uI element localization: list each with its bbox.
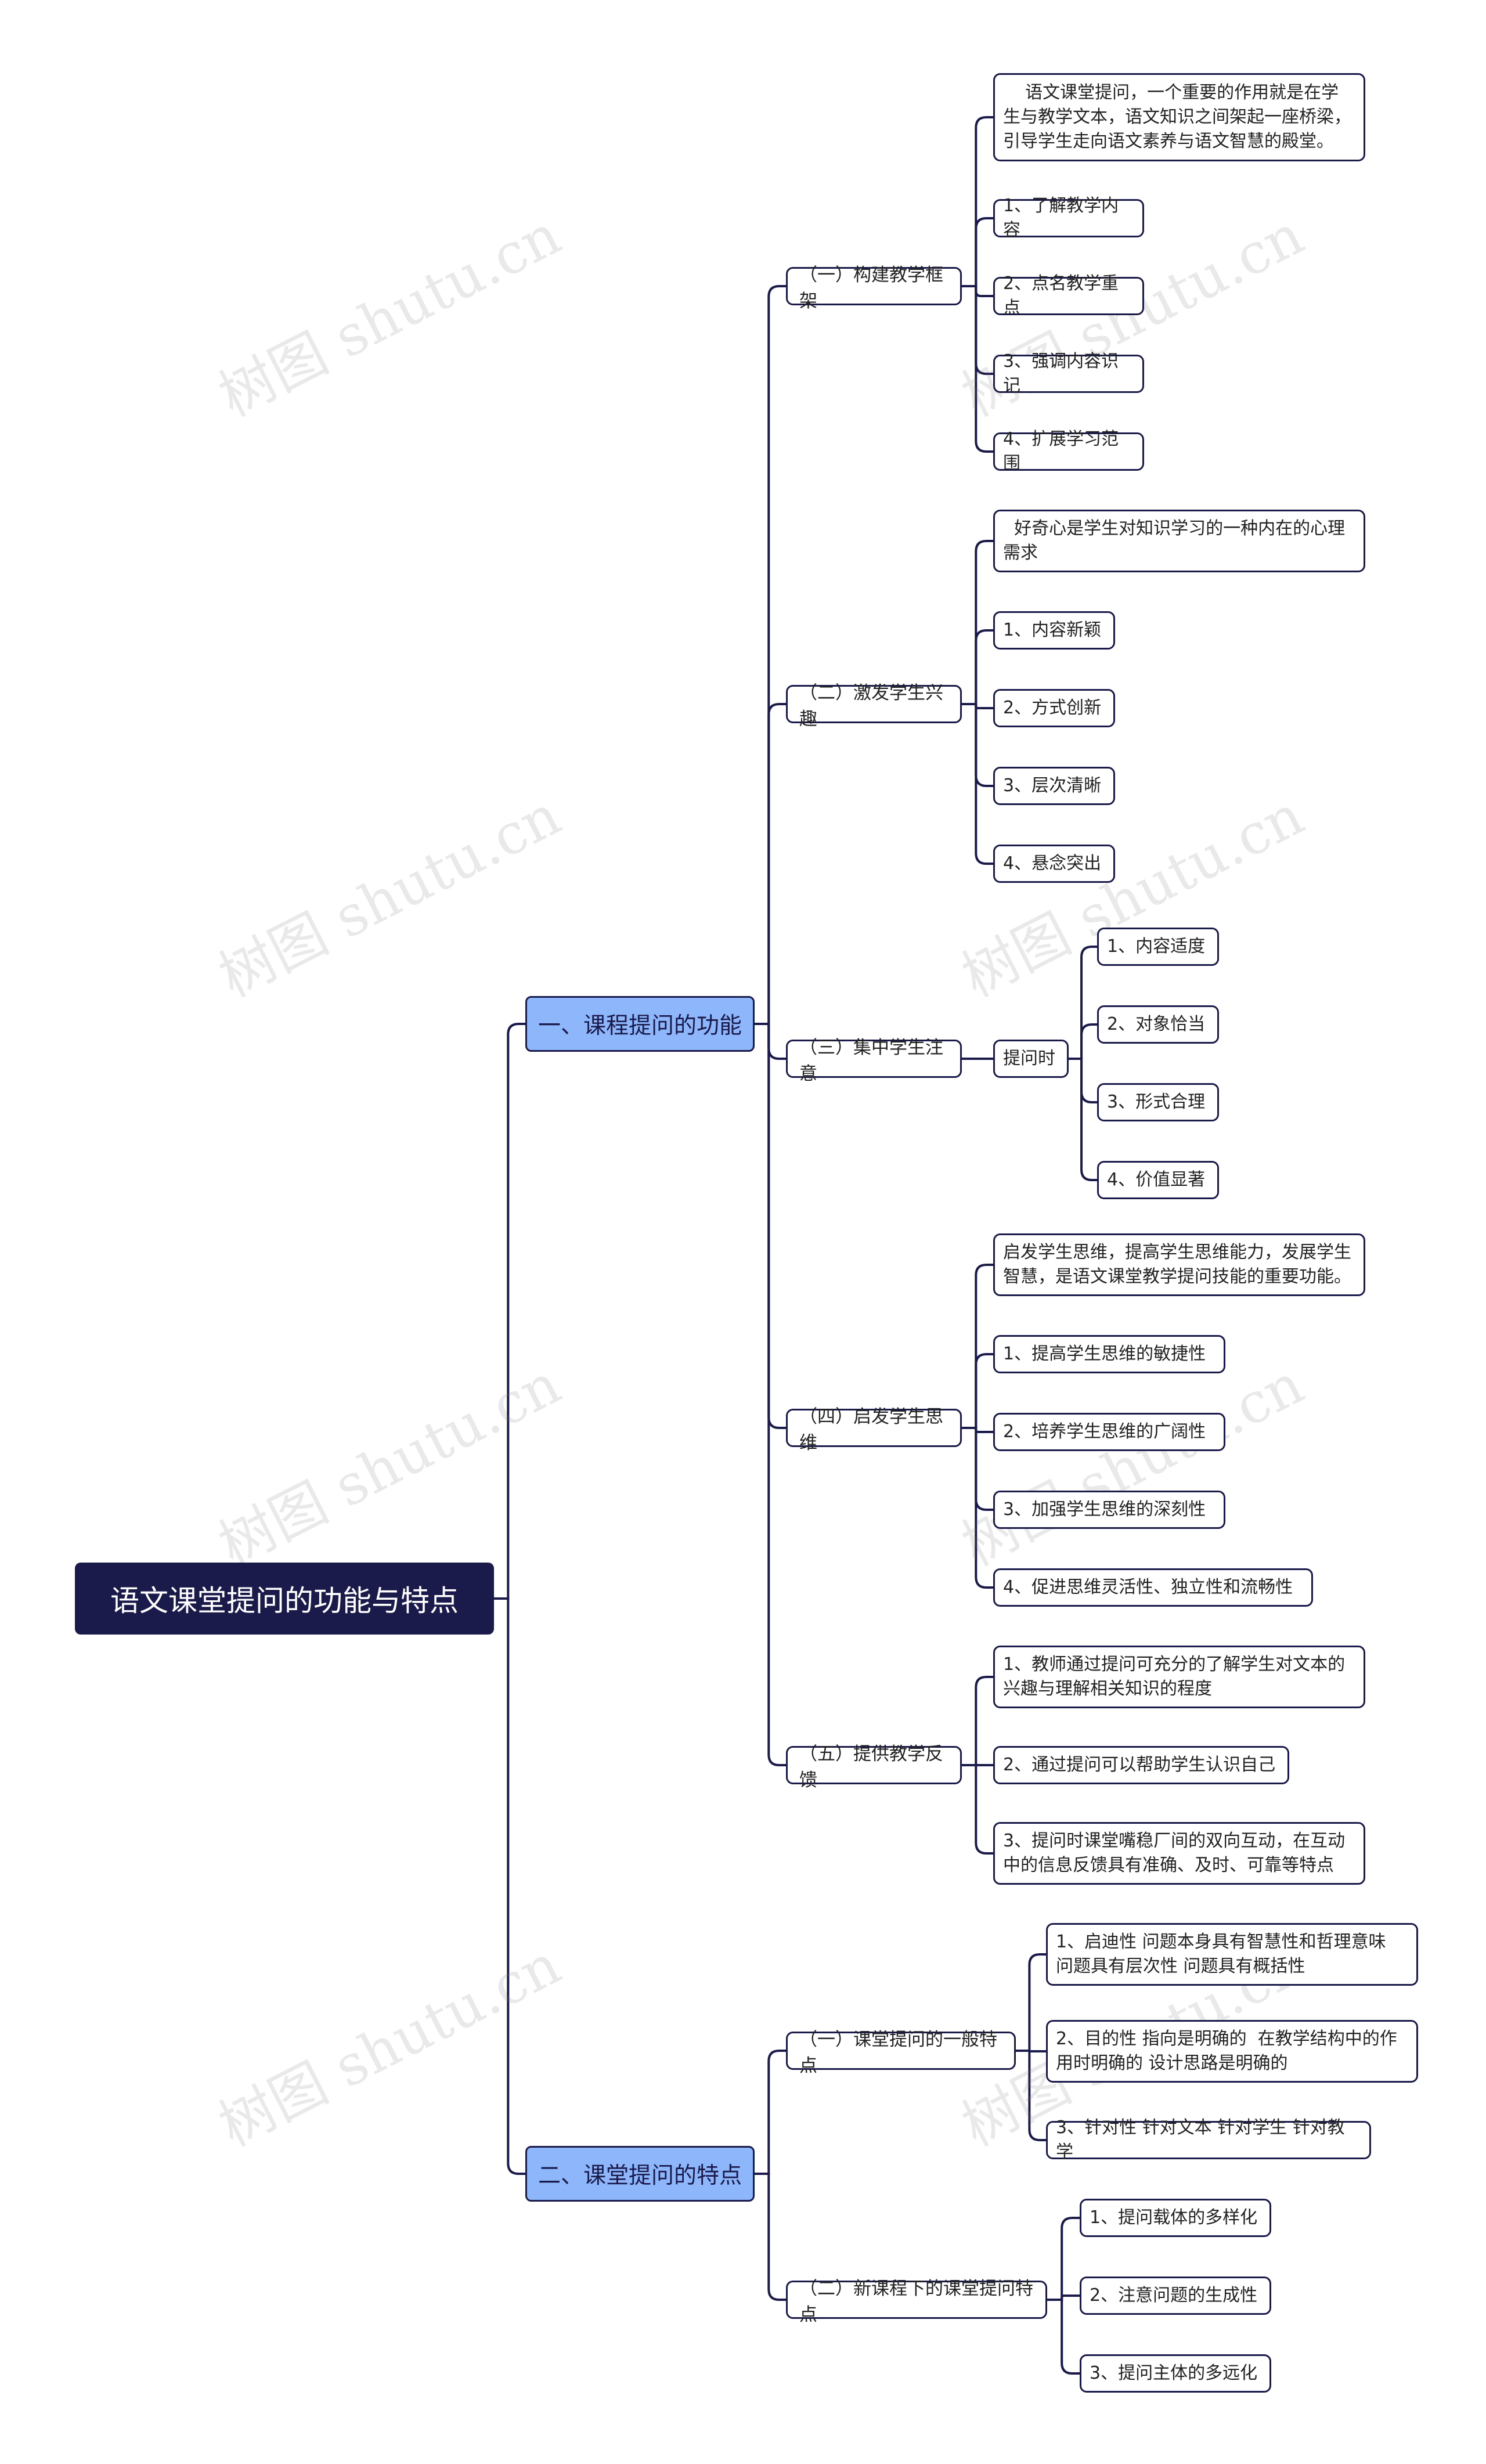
- leaf-thinking-1[interactable]: 1、提高学生思维的敏捷性: [993, 1335, 1225, 1373]
- leaf-general-1[interactable]: 1、启迪性 问题本身具有智慧性和哲理意味 问题具有层次性 问题具有概括性: [1046, 1923, 1418, 1986]
- leaf-interest-3[interactable]: 3、层次清晰: [993, 767, 1115, 805]
- topic-inspire-thinking[interactable]: （四）启发学生思维: [786, 1406, 962, 1453]
- connector: [1016, 1953, 1046, 2052]
- connector: [755, 2050, 786, 2175]
- connector: [962, 629, 993, 705]
- leaf-interest-1[interactable]: 1、内容新颖: [993, 611, 1115, 650]
- connector: [1047, 2299, 1080, 2375]
- connector: [755, 285, 786, 1025]
- connector: [755, 703, 786, 1025]
- connector: [755, 1023, 786, 1766]
- connector: [1047, 2217, 1080, 2301]
- topic-build-framework[interactable]: （一）构建教学框架: [786, 265, 962, 312]
- leaf-thinking-2[interactable]: 2、培养学生思维的广阔性: [993, 1413, 1225, 1451]
- leaf-framework-3[interactable]: 3、强调内容识记: [993, 351, 1144, 396]
- leaf-thinking-4[interactable]: 4、促进思维灵活性、独立性和流畅性: [993, 1568, 1313, 1607]
- connector: [962, 1353, 993, 1429]
- leaf-framework-1[interactable]: 1、了解教学内容: [993, 196, 1144, 240]
- leaf-attention-4[interactable]: 4、价值显著: [1097, 1161, 1219, 1199]
- connector: [1047, 2295, 1080, 2301]
- connector: [962, 540, 993, 705]
- leaf-feedback-2[interactable]: 2、通过提问可以帮助学生认识自己: [993, 1746, 1289, 1784]
- connector: [962, 1427, 993, 1511]
- topic-provide-feedback[interactable]: （五）提供教学反馈: [786, 1744, 962, 1791]
- leaf-feedback-3[interactable]: 3、提问时课堂嘴稳厂间的双向互动，在互动中的信息反馈具有准确、及时、可靠等特点: [993, 1822, 1365, 1885]
- connector: [962, 1764, 993, 1855]
- leaf-general-2[interactable]: 2、目的性 指向是明确的 在教学结构中的作用时明确的 设计思路是明确的: [1046, 2020, 1418, 2083]
- connector: [962, 285, 993, 453]
- leaf-interest-4[interactable]: 4、悬念突出: [993, 845, 1115, 883]
- leaf-newcurriculum-2[interactable]: 2、注意问题的生成性: [1080, 2277, 1271, 2315]
- connector: [755, 1023, 786, 1429]
- connector: [962, 217, 993, 287]
- topic-focus-attention[interactable]: （三）集中学生注意: [786, 1037, 962, 1084]
- connector: [962, 285, 993, 375]
- connector: [755, 2173, 786, 2301]
- connector: [1016, 2050, 1046, 2141]
- leaf-newcurriculum-3[interactable]: 3、提问主体的多远化: [1080, 2354, 1271, 2393]
- leaf-thinking-intro[interactable]: 启发学生思维，提高学生思维能力，发展学生智慧，是语文课堂教学提问技能的重要功能。: [993, 1233, 1365, 1296]
- leaf-framework-intro[interactable]: 语文课堂提问，一个重要的作用就是在学生与教学文本，语文知识之间架起一座桥梁，引导…: [993, 73, 1365, 161]
- leaf-attention-1[interactable]: 1、内容适度: [1097, 928, 1219, 966]
- connector: [962, 1264, 993, 1429]
- node-when-asking[interactable]: 提问时: [993, 1040, 1069, 1078]
- topic-stimulate-interest[interactable]: （二）激发学生兴趣: [786, 683, 962, 730]
- connector: [962, 1676, 993, 1766]
- connector: [962, 116, 993, 287]
- leaf-feedback-1[interactable]: 1、教师通过提问可充分的了解学生对文本的兴趣与理解相关知识的程度: [993, 1646, 1365, 1708]
- leaf-thinking-3[interactable]: 3、加强学生思维的深刻性: [993, 1491, 1225, 1529]
- connector: [494, 1023, 525, 1600]
- leaf-general-3[interactable]: 3、针对性 针对文本 针对学生 针对教学: [1046, 2117, 1371, 2162]
- leaf-attention-3[interactable]: 3、形式合理: [1097, 1083, 1219, 1121]
- connector: [962, 1427, 993, 1589]
- leaf-framework-4[interactable]: 4、扩展学习范围: [993, 429, 1144, 474]
- topic-general-features[interactable]: （一）课堂提问的一般特点: [786, 2029, 1016, 2076]
- branch-characteristics[interactable]: 二、课堂提问的特点: [525, 2146, 755, 2202]
- connector: [494, 1597, 525, 2175]
- branch-functions[interactable]: 一、课程提问的功能: [525, 996, 755, 1052]
- connector: [962, 703, 993, 787]
- leaf-attention-2[interactable]: 2、对象恰当: [1097, 1005, 1219, 1044]
- leaf-interest-intro[interactable]: 好奇心是学生对知识学习的一种内在的心理需求: [993, 510, 1365, 572]
- leaf-framework-2[interactable]: 2、点名教学重点: [993, 273, 1144, 318]
- connector: [962, 285, 993, 297]
- connector: [1069, 1023, 1097, 1060]
- connector: [1069, 1058, 1097, 1181]
- connector: [962, 703, 993, 865]
- topic-new-curriculum-features[interactable]: （二）新课程下的课堂提问特点: [786, 2278, 1047, 2325]
- leaf-newcurriculum-1[interactable]: 1、提问载体的多样化: [1080, 2199, 1271, 2237]
- root-topic[interactable]: 语文课堂提问的功能与特点: [75, 1563, 494, 1635]
- connector: [1069, 946, 1097, 1060]
- connector: [755, 1023, 786, 1060]
- connector: [1069, 1058, 1097, 1103]
- leaf-interest-2[interactable]: 2、方式创新: [993, 689, 1115, 727]
